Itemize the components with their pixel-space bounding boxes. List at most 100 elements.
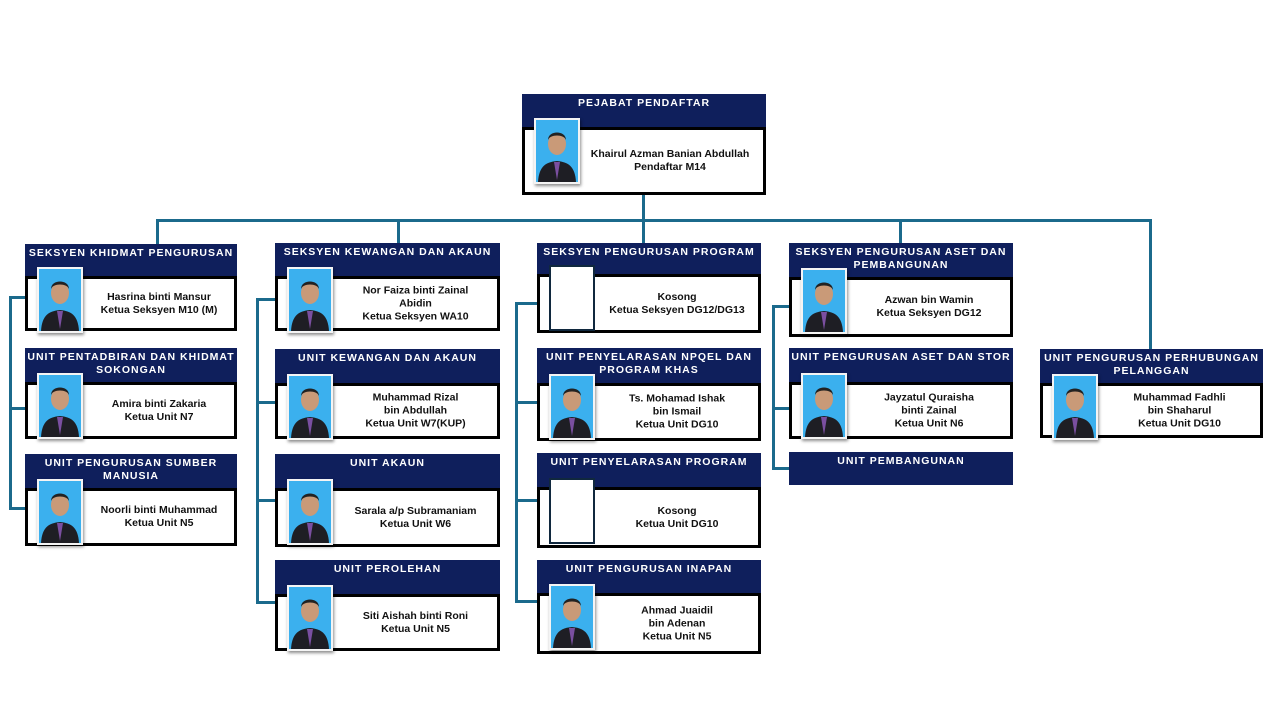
person-name: Noorli binti Muhammad (100, 504, 218, 516)
person-name: Ts. Mohamad Ishak (628, 392, 726, 405)
person-role: Ketua Seksyen DG12 (876, 307, 982, 319)
empty-photo-placeholder (549, 478, 595, 544)
person-role: Ketua Unit N5 (124, 517, 194, 529)
person-role: Ketua Seksyen WA10 (362, 310, 469, 322)
person-photo (287, 585, 333, 651)
person-name: Jayzatul Quraisha (884, 391, 974, 403)
person-role: Ketua Unit N6 (894, 417, 964, 429)
person-role: Ketua Unit W6 (379, 517, 452, 530)
person-photo (1052, 374, 1098, 440)
person-name: Muhammad Fadhli (1133, 391, 1226, 403)
person-name: binti Zainal (901, 404, 957, 416)
person-name: Khairul Azman Banian Abdullah (590, 148, 750, 160)
person-role: Ketua Unit N5 (642, 630, 712, 642)
person-name: Amira binti Zakaria (111, 397, 207, 410)
card-title: UNIT PENGURUSAN INAPAN (537, 560, 761, 593)
connector-line (772, 305, 789, 308)
connector-line (9, 296, 12, 509)
card-title: UNIT PENGURUSAN ASET DAN STOR (789, 348, 1013, 382)
card-title: SEKSYEN PENGURUSAN PROGRAM (537, 243, 761, 274)
person-role: Ketua Unit N7 (124, 410, 194, 423)
person-photo (37, 267, 83, 333)
connector-line (772, 407, 789, 410)
person-name: bin Ismail (652, 405, 702, 418)
person-name: Hasrina binti Mansur (107, 290, 211, 303)
connector-line (256, 298, 259, 603)
person-name: Muhammad Rizal (372, 391, 459, 404)
connector-line (515, 401, 537, 404)
connector-line (515, 302, 518, 603)
person-role: Ketua Seksyen DG12/DG13 (609, 303, 745, 316)
person-role: Ketua Unit DG10 (635, 418, 719, 431)
person-photo (37, 479, 83, 545)
person-name: Nor Faiza binti Zainal (362, 284, 469, 296)
person-role: Ketua Unit DG10 (635, 517, 719, 530)
person-role: Pendaftar M14 (634, 161, 706, 173)
org-card[interactable]: UNIT PENGURUSAN SUMBER MANUSIA Noorli bin… (25, 454, 237, 546)
org-card[interactable]: UNIT PENGURUSAN ASET DAN STOR Jayzatul Qu… (789, 348, 1013, 439)
person-photo (801, 373, 847, 439)
person-role: Ketua Unit DG10 (1138, 417, 1221, 429)
connector-line (256, 401, 275, 404)
person-name: Azwan bin Wamin (884, 294, 974, 306)
org-card[interactable]: UNIT PEMBANGUNAN (789, 452, 1013, 485)
connector-line (899, 219, 902, 244)
connector-line (9, 296, 25, 299)
org-card[interactable]: UNIT PENYELARASAN NPQEL DAN PROGRAM KHAS… (537, 348, 761, 441)
person-name: Kosong (657, 290, 697, 303)
person-name: bin Shaharul (1147, 404, 1212, 416)
person-photo (287, 479, 333, 545)
card-title: UNIT PENGURUSAN SUMBER MANUSIA (25, 454, 237, 488)
person-role: Ketua Unit N5 (381, 622, 450, 635)
person-name: bin Adenan (648, 617, 706, 629)
connector-line (9, 507, 25, 510)
person-photo (287, 374, 333, 440)
person-photo (549, 584, 595, 650)
connector-line (515, 302, 537, 305)
person-photo (801, 268, 847, 334)
connector-line (1149, 219, 1152, 350)
card-title: UNIT PENYELARASAN PROGRAM (537, 453, 761, 487)
connector-line (256, 601, 275, 604)
connector-line (642, 219, 645, 244)
person-name: Abidin (399, 297, 432, 309)
person-name: Siti Aishah binti Roni (362, 609, 469, 622)
connector-line (397, 219, 400, 244)
person-photo (534, 118, 580, 184)
card-title: UNIT PEROLEHAN (275, 560, 500, 594)
empty-photo-placeholder (549, 265, 595, 331)
connector-line (642, 195, 645, 220)
connector-line (515, 600, 537, 603)
connector-line (157, 219, 1151, 222)
connector-line (256, 298, 275, 301)
connector-line (256, 499, 275, 502)
person-photo (287, 267, 333, 333)
person-role: Ketua Unit W7(KUP) (365, 417, 466, 430)
person-name: Ahmad Juaidil (641, 604, 713, 616)
connector-line (772, 467, 789, 470)
